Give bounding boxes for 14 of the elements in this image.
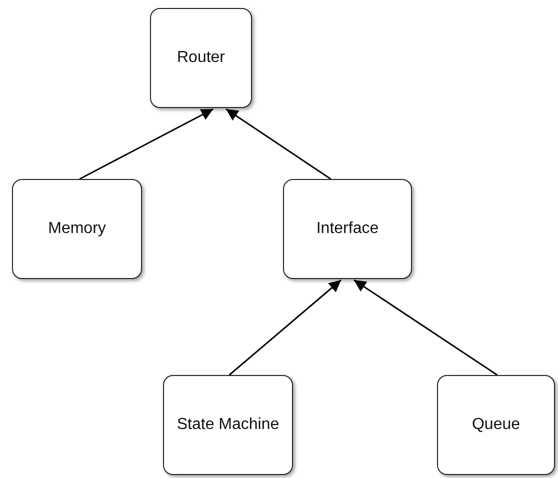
process-box <box>163 375 293 475</box>
arrow <box>79 108 214 180</box>
process-box <box>12 179 142 279</box>
box-label: State Machine <box>176 415 280 436</box>
box-label: Queue <box>470 415 522 436</box>
arrow <box>228 279 342 376</box>
process-box <box>150 8 252 108</box>
process-box <box>437 375 555 475</box>
arrow <box>226 108 332 180</box>
process-box <box>283 179 412 279</box>
box-label: Router <box>176 48 226 68</box>
box-label: Memory <box>47 219 107 240</box>
box-label: Interface <box>315 219 380 240</box>
arrow <box>354 279 498 376</box>
